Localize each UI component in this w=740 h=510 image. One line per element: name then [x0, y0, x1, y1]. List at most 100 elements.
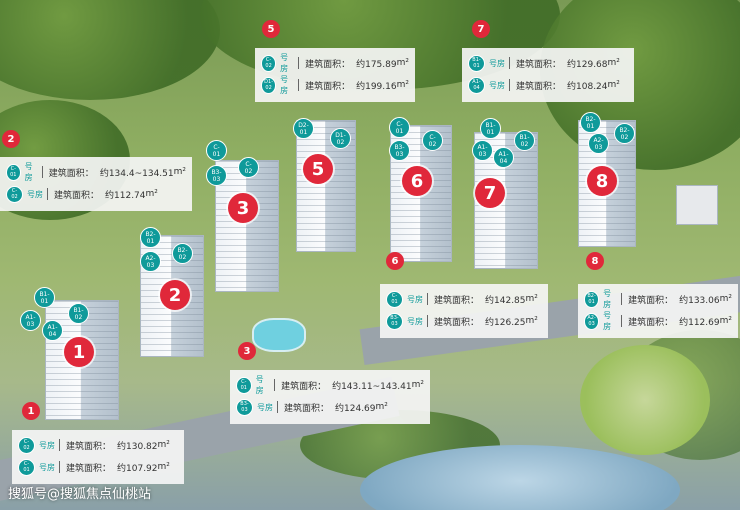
area-value: 约126.25: [485, 317, 526, 328]
unit-suffix: 号房: [603, 289, 612, 309]
unit-code-badge: A1- 03: [20, 310, 41, 331]
area-label: 建筑面积：: [284, 403, 330, 414]
area-label: 建筑面积：: [305, 59, 351, 70]
area-unit: m²: [396, 58, 409, 68]
area-unit: m²: [607, 80, 620, 90]
marker-6: 6: [386, 252, 404, 270]
unit-suffix: 号房: [257, 402, 273, 412]
unit-code-badge: C- 01: [386, 290, 403, 308]
unit-code-badge: C- 01: [6, 163, 21, 181]
unit-code-badge: B3- 03: [236, 398, 253, 416]
area-value: 约142.85: [485, 295, 526, 306]
area-unit: m²: [525, 294, 538, 304]
unit-code-badge: D1- 02: [261, 76, 277, 94]
unit-suffix: 号房: [489, 80, 505, 90]
unit-suffix: 号房: [255, 375, 264, 395]
unit-code-badge: A2- 03: [588, 133, 609, 154]
lake: [360, 445, 680, 510]
area-label: 建筑面积：: [434, 317, 480, 328]
area-value: 约107.92: [117, 463, 158, 474]
area-label: 建筑面积：: [628, 295, 674, 306]
unit-code-badge: A1- 04: [42, 320, 63, 341]
unit-code-badge: C- 01: [18, 458, 35, 476]
area-label: 建筑面积：: [281, 381, 327, 392]
unit-code-badge: B1- 01: [468, 54, 485, 72]
unit-suffix: 号房: [24, 162, 33, 182]
unit-code-badge: B2- 01: [580, 112, 601, 133]
swimming-pool: [252, 318, 306, 352]
tower-number-2: 2: [160, 280, 190, 310]
unit-code-badge: B2- 02: [614, 123, 635, 144]
area-value: 约175.89: [356, 59, 397, 70]
unit-code-badge: B3- 03: [206, 165, 227, 186]
unit-code-badge: A1- 04: [493, 147, 514, 168]
circular-plaza: [580, 345, 710, 455]
unit-code-badge: C- 01: [206, 140, 227, 161]
area-label: 建筑面积：: [434, 295, 480, 306]
unit-code-badge: C- 02: [261, 54, 277, 72]
unit-suffix: 号房: [603, 311, 612, 331]
area-unit: m²: [719, 316, 732, 326]
area-label: 建筑面积：: [516, 59, 562, 70]
area-value: 约108.24: [567, 81, 608, 92]
unit-code-badge: C- 01: [236, 376, 252, 394]
unit-code-badge: C- 02: [238, 157, 259, 178]
area-label: 建筑面积：: [305, 81, 351, 92]
tower-number-8: 8: [587, 166, 617, 196]
unit-suffix: 号房: [489, 58, 505, 68]
tower-number-7: 7: [475, 178, 505, 208]
area-unit: m²: [525, 316, 538, 326]
area-label: 建筑面积：: [54, 190, 100, 201]
area-unit: m²: [145, 189, 158, 199]
area-value: 约129.68: [567, 59, 608, 70]
area-unit: m²: [157, 440, 170, 450]
unit-code-badge: B1- 02: [68, 303, 89, 324]
unit-code-badge: C- 02: [422, 130, 443, 151]
area-label: 建筑面积：: [66, 463, 112, 474]
area-label: 建筑面积：: [48, 168, 94, 179]
area-unit: m²: [173, 167, 186, 177]
area-value: 约143.11~143.41: [332, 381, 412, 392]
area-value: 约130.82: [117, 441, 158, 452]
unit-code-badge: B3- 03: [389, 140, 410, 161]
area-label: 建筑面积：: [516, 81, 562, 92]
area-unit: m²: [396, 80, 409, 90]
area-value: 约133.06: [679, 295, 720, 306]
unit-suffix: 号房: [280, 53, 289, 73]
unit-code-badge: D2- 01: [293, 118, 314, 139]
marker-3: 3: [238, 342, 256, 360]
marker-7: 7: [472, 20, 490, 38]
area-label: 建筑面积：: [628, 317, 674, 328]
unit-code-badge: C- 01: [389, 117, 410, 138]
marker-2: 2: [2, 130, 20, 148]
unit-code-badge: B2- 02: [172, 243, 193, 264]
school-building: [676, 185, 718, 225]
area-value: 约134.4~134.51: [99, 168, 174, 179]
unit-code-badge: C- 02: [6, 185, 23, 203]
tower-number-6: 6: [402, 166, 432, 196]
area-value: 约112.74: [105, 190, 146, 201]
area-value: 约199.16: [356, 81, 397, 92]
area-value: 约124.69: [335, 403, 376, 414]
unit-code-badge: B2- 01: [584, 290, 600, 308]
unit-code-badge: B3- 03: [386, 312, 403, 330]
unit-code-badge: A1- 03: [472, 140, 493, 161]
